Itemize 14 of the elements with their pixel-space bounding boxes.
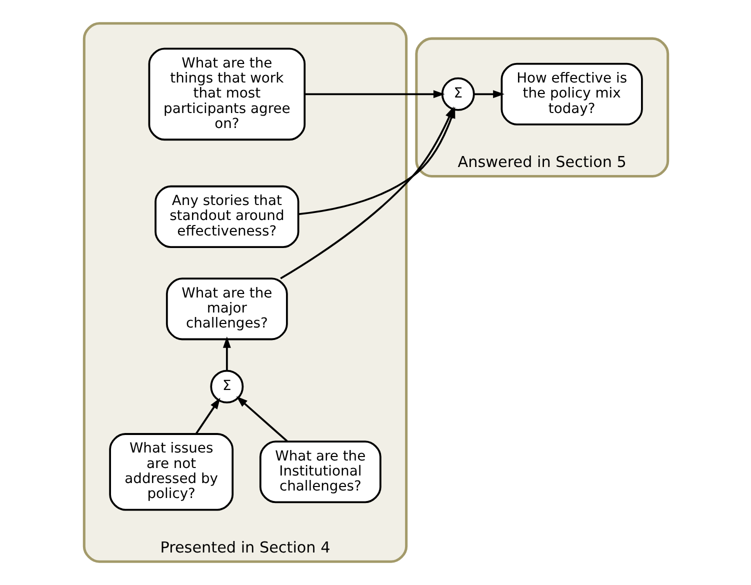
node-box: What are the Institutional challenges? bbox=[258, 440, 381, 504]
node-box: How effective is the policy mix today? bbox=[500, 62, 642, 126]
node-box: What issues are not addressed by policy? bbox=[108, 433, 234, 511]
arrow bbox=[280, 106, 454, 280]
arrow bbox=[194, 398, 220, 434]
node-box: What are the major challenges? bbox=[165, 278, 288, 340]
arrow bbox=[474, 90, 504, 98]
arrow bbox=[236, 396, 288, 442]
node-box: What are the things that work that most participants agree on? bbox=[148, 48, 306, 141]
node-circle: Σ bbox=[210, 370, 244, 404]
node-box: Any stories that standout around effectiveness? bbox=[154, 185, 299, 248]
arrow bbox=[222, 336, 230, 370]
node-circle: Σ bbox=[440, 77, 474, 111]
arrow bbox=[304, 90, 444, 98]
